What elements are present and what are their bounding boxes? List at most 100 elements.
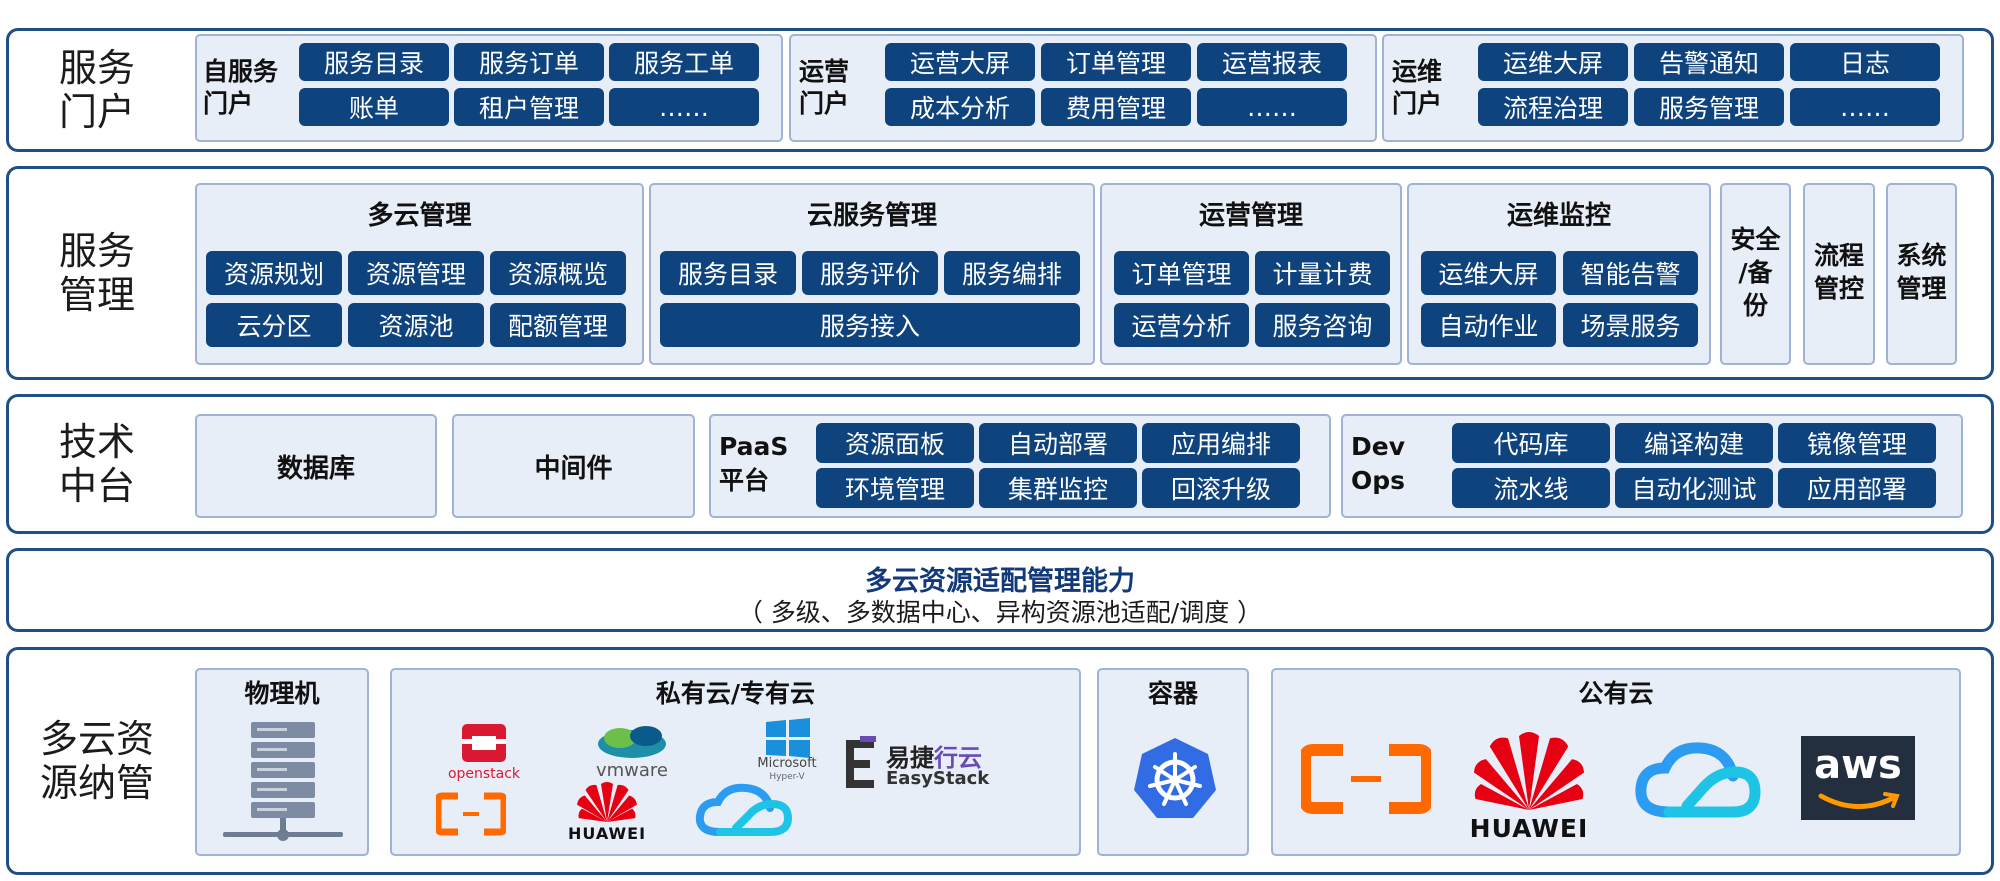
huawei-logo: HUAWEI	[1459, 724, 1599, 844]
panel-title: 多云管理	[367, 201, 472, 231]
panel-label: PaaS 平台	[719, 432, 789, 495]
maintenance-portal-panel: 运维 门户 运维大屏 告警通知 日志 流程治理 服务管理 ……	[1382, 34, 1964, 142]
chip-more[interactable]: ……	[609, 88, 759, 126]
chip-fee-management[interactable]: 费用管理	[1041, 88, 1191, 126]
database-panel[interactable]: 数据库	[195, 414, 437, 518]
chip-resource-planning[interactable]: 资源规划	[206, 251, 342, 295]
alibaba-cloud-icon	[436, 792, 506, 836]
chip-alarm-notice[interactable]: 告警通知	[1634, 43, 1784, 81]
chip-log[interactable]: 日志	[1790, 43, 1940, 81]
panel-title: 私有云/专有云	[655, 679, 816, 708]
layer-service-portal: 服务 门户 自服务 门户 服务目录 服务订单 服务工单 账单 租户管理 …… 运…	[6, 28, 1994, 152]
cloud-service-management-panel: 云服务管理 服务目录 服务评价 服务编排 服务接入	[649, 183, 1095, 365]
chip-process-governance[interactable]: 流程治理	[1478, 88, 1628, 126]
layer-resource-management: 多云资 源纳管 物理机 私有云/专有云	[6, 647, 1994, 875]
chip-resource-pool[interactable]: 资源池	[348, 303, 484, 347]
chip-ops-report[interactable]: 运营报表	[1197, 43, 1347, 81]
chip-service-management[interactable]: 服务管理	[1634, 88, 1784, 126]
chip-ops-dashboard[interactable]: 运营大屏	[885, 43, 1035, 81]
chip-pipeline[interactable]: 流水线	[1452, 468, 1610, 508]
chip-metering-billing[interactable]: 计量计费	[1255, 251, 1390, 295]
chip-tenant-management[interactable]: 租户管理	[454, 88, 604, 126]
chip-env-management[interactable]: 环境管理	[816, 468, 974, 508]
chip-cost-analysis[interactable]: 成本分析	[885, 88, 1035, 126]
openstack-text: openstack	[447, 766, 521, 782]
layer-label: 技术 中台	[58, 420, 135, 508]
tencent-cloud-icon	[695, 783, 793, 836]
chip-quota-management[interactable]: 配额管理	[490, 303, 626, 347]
huawei-icon	[1473, 732, 1585, 810]
chip-compile-build[interactable]: 编译构建	[1615, 423, 1773, 463]
chip-order-management[interactable]: 订单管理	[1114, 251, 1249, 295]
system-management-panel[interactable]: 系统 管理	[1886, 183, 1957, 365]
chip-service-consulting[interactable]: 服务咨询	[1255, 303, 1390, 347]
easystack-cn-part2: 行云	[934, 744, 982, 772]
chip-service-order[interactable]: 服务订单	[454, 43, 604, 81]
panel-title: 容器	[1147, 679, 1198, 708]
layer-label: 多云资 源纳管	[39, 717, 154, 805]
chip-image-management[interactable]: 镜像管理	[1778, 423, 1936, 463]
chip-service-evaluation[interactable]: 服务评价	[802, 251, 938, 295]
layer-service-management: 服务 管理 多云管理 资源规划 资源管理 资源概览 云分区 资源池 配额管理 云…	[6, 166, 1994, 380]
chip-app-orchestration[interactable]: 应用编排	[1142, 423, 1300, 463]
chip-bill[interactable]: 账单	[299, 88, 449, 126]
panel-title: 运营管理	[1198, 201, 1303, 231]
chip-service-access[interactable]: 服务接入	[660, 303, 1080, 347]
vmware-icon	[598, 726, 666, 758]
huawei-text: HUAWEI	[567, 824, 647, 843]
layer-label: 服务 门户	[58, 46, 135, 134]
chip-maint-dashboard[interactable]: 运维大屏	[1421, 251, 1556, 295]
layer-adaptation-capability: 多云资源适配管理能力 （ 多级、多数据中心、异构资源池适配/调度 ）	[6, 548, 1994, 632]
easystack-logo: 易捷行云 EasyStack	[840, 736, 1060, 796]
paas-platform-panel: PaaS 平台 资源面板 自动部署 应用编排 环境管理 集群监控 回滚升级	[709, 414, 1331, 518]
aws-text: aws	[1814, 742, 1902, 788]
easystack-cn-text: 易捷行云	[886, 738, 982, 773]
windows-icon	[766, 718, 810, 758]
huawei-icon	[577, 782, 637, 822]
chip-service-catalog[interactable]: 服务目录	[299, 43, 449, 81]
physical-machine-panel: 物理机	[195, 668, 369, 856]
panel-label: 数据库	[276, 454, 355, 484]
chip-cloud-zone[interactable]: 云分区	[206, 303, 342, 347]
panel-label: 安全 /备 份	[1730, 225, 1781, 320]
middleware-panel[interactable]: 中间件	[452, 414, 695, 518]
chip-more[interactable]: ……	[1790, 88, 1940, 126]
panel-label: 运维 门户	[1392, 57, 1443, 118]
chip-code-repo[interactable]: 代码库	[1452, 423, 1610, 463]
chip-more[interactable]: ……	[1197, 88, 1347, 126]
panel-label: 自服务 门户	[203, 57, 279, 118]
chip-resource-panel[interactable]: 资源面板	[816, 423, 974, 463]
chip-resource-management[interactable]: 资源管理	[348, 251, 484, 295]
chip-order-management[interactable]: 订单管理	[1041, 43, 1191, 81]
aws-smile-icon	[1818, 792, 1900, 809]
chip-scenario-service[interactable]: 场景服务	[1563, 303, 1698, 347]
layer-tech-platform: 技术 中台 数据库 中间件 PaaS 平台 资源面板 自动部署 应用编排 环境管…	[6, 394, 1994, 534]
security-backup-panel[interactable]: 安全 /备 份	[1720, 183, 1791, 365]
chip-auto-test[interactable]: 自动化测试	[1615, 468, 1773, 508]
chip-smart-alarm[interactable]: 智能告警	[1563, 251, 1698, 295]
chip-rollback-upgrade[interactable]: 回滚升级	[1142, 468, 1300, 508]
chip-resource-overview[interactable]: 资源概览	[490, 251, 626, 295]
easystack-en-text: EasyStack	[886, 768, 990, 789]
chip-service-orchestration[interactable]: 服务编排	[944, 251, 1080, 295]
chip-maint-dashboard[interactable]: 运维大屏	[1478, 43, 1628, 81]
chip-cluster-monitoring[interactable]: 集群监控	[979, 468, 1137, 508]
vmware-text: vmware	[595, 760, 669, 781]
server-icon	[223, 722, 343, 841]
chip-service-catalog[interactable]: 服务目录	[660, 251, 796, 295]
chip-operation-analysis[interactable]: 运营分析	[1114, 303, 1249, 347]
easystack-cn-part1: 易捷	[886, 744, 934, 772]
self-service-portal-panel: 自服务 门户 服务目录 服务订单 服务工单 账单 租户管理 ……	[195, 34, 783, 142]
chip-auto-deploy[interactable]: 自动部署	[979, 423, 1137, 463]
container-panel: 容器	[1097, 668, 1249, 856]
panel-title: 公有云	[1578, 679, 1654, 708]
chip-app-deploy[interactable]: 应用部署	[1778, 468, 1936, 508]
chip-auto-job[interactable]: 自动作业	[1421, 303, 1556, 347]
panel-label: 中间件	[534, 454, 613, 484]
panel-title: 运维监控	[1506, 201, 1611, 231]
private-cloud-panel: 私有云/专有云 openstack vmware	[390, 668, 1081, 856]
chip-service-ticket[interactable]: 服务工单	[609, 43, 759, 81]
process-control-panel[interactable]: 流程 管控	[1803, 183, 1875, 365]
layer-label: 服务 管理	[58, 229, 135, 317]
hyperv-text: Hyper-V	[769, 772, 805, 782]
